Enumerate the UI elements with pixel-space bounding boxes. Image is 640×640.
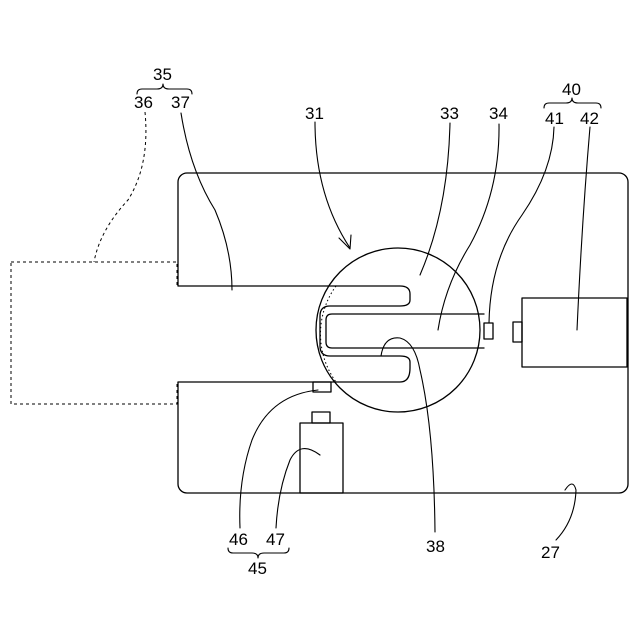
- leader-47: [276, 449, 320, 528]
- external-unit-dashed-box: [11, 262, 177, 404]
- leader-41: [489, 127, 554, 323]
- sensor-small: [484, 323, 493, 339]
- label-40: 40: [562, 80, 581, 99]
- label-42: 42: [580, 109, 599, 128]
- label-46: 46: [229, 530, 248, 549]
- label-35: 35: [153, 65, 172, 84]
- label-31: 31: [305, 104, 324, 123]
- motor-block: [522, 298, 627, 367]
- leader-34: [438, 124, 499, 330]
- label-36: 36: [134, 93, 153, 112]
- slider-body: [326, 314, 484, 348]
- label-45: 45: [248, 559, 267, 578]
- leader-36: [94, 112, 146, 262]
- bottom-component: [300, 423, 343, 493]
- motor-shaft: [513, 322, 522, 342]
- brace-45: [228, 548, 289, 558]
- label-47: 47: [266, 530, 285, 549]
- housing-mouth-gap: [175, 286, 183, 382]
- hook-detail: [381, 338, 420, 370]
- leader-31: [315, 122, 350, 248]
- housing-outline: [178, 173, 628, 493]
- label-27: 27: [541, 543, 560, 562]
- label-38: 38: [426, 537, 445, 556]
- leader-37: [181, 113, 232, 290]
- outer-slot: [320, 286, 410, 382]
- leader-38: [420, 370, 435, 532]
- label-33: 33: [440, 104, 459, 123]
- brace-40: [544, 98, 601, 108]
- detail-circle-hidden: [320, 286, 336, 382]
- leader-46: [240, 390, 318, 528]
- label-37: 37: [171, 93, 190, 112]
- bottom-component-cap: [312, 412, 330, 423]
- label-41: 41: [545, 109, 564, 128]
- label-34: 34: [489, 104, 508, 123]
- leader-42: [577, 127, 590, 330]
